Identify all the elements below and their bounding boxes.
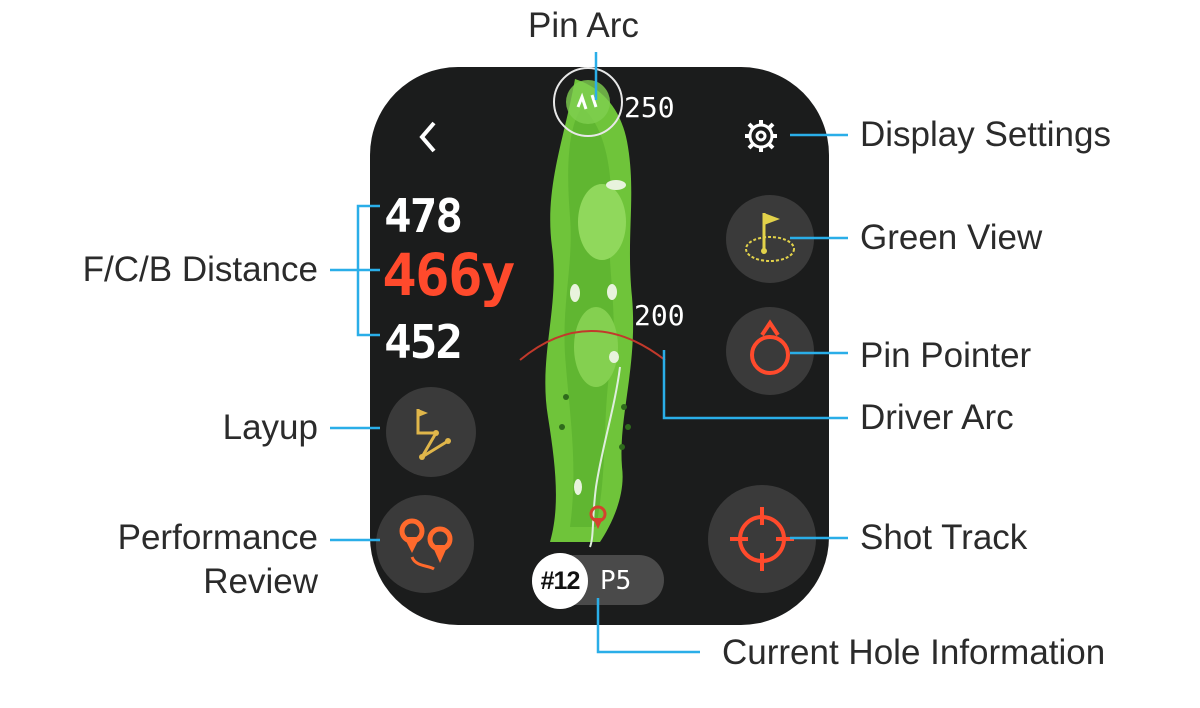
label-pin-arc: Pin Arc bbox=[528, 6, 639, 45]
label-layup: Layup bbox=[222, 408, 318, 447]
layup-path-icon bbox=[416, 409, 451, 460]
back-distance: 452 bbox=[384, 315, 463, 369]
pin-pointer-icon bbox=[750, 319, 790, 375]
front-distance: 478 bbox=[384, 189, 463, 243]
driver-arc-line bbox=[662, 350, 848, 420]
watch-screen: 478 466y 452 250 200 bbox=[370, 67, 829, 625]
performance-review-button[interactable] bbox=[376, 495, 474, 593]
yardage-marker-250: 250 bbox=[624, 91, 675, 124]
label-fcb-distance: F/C/B Distance bbox=[82, 250, 318, 289]
location-pins-icon bbox=[399, 518, 453, 571]
label-driver-arc: Driver Arc bbox=[860, 398, 1014, 437]
label-display-settings: Display Settings bbox=[860, 115, 1111, 154]
layup-button[interactable] bbox=[386, 387, 476, 477]
hole-info-line bbox=[596, 598, 700, 654]
gear-icon[interactable] bbox=[742, 117, 780, 155]
label-green-view: Green View bbox=[860, 218, 1043, 257]
hole-par: P5 bbox=[600, 566, 632, 596]
hole-number: #12 bbox=[532, 553, 588, 609]
label-shot-track: Shot Track bbox=[860, 518, 1028, 557]
label-current-hole-info: Current Hole Information bbox=[722, 633, 1106, 672]
label-pin-pointer: Pin Pointer bbox=[860, 336, 1032, 375]
green-flag-icon bbox=[745, 213, 795, 262]
back-icon[interactable] bbox=[414, 119, 442, 155]
yardage-marker-200: 200 bbox=[634, 299, 685, 332]
hole-map bbox=[519, 67, 666, 548]
pin-pointer-button[interactable] bbox=[726, 307, 814, 395]
label-performance-review-1: Performance bbox=[117, 518, 318, 557]
center-distance: 466y bbox=[382, 241, 516, 309]
label-performance-review-2: Review bbox=[203, 562, 318, 601]
